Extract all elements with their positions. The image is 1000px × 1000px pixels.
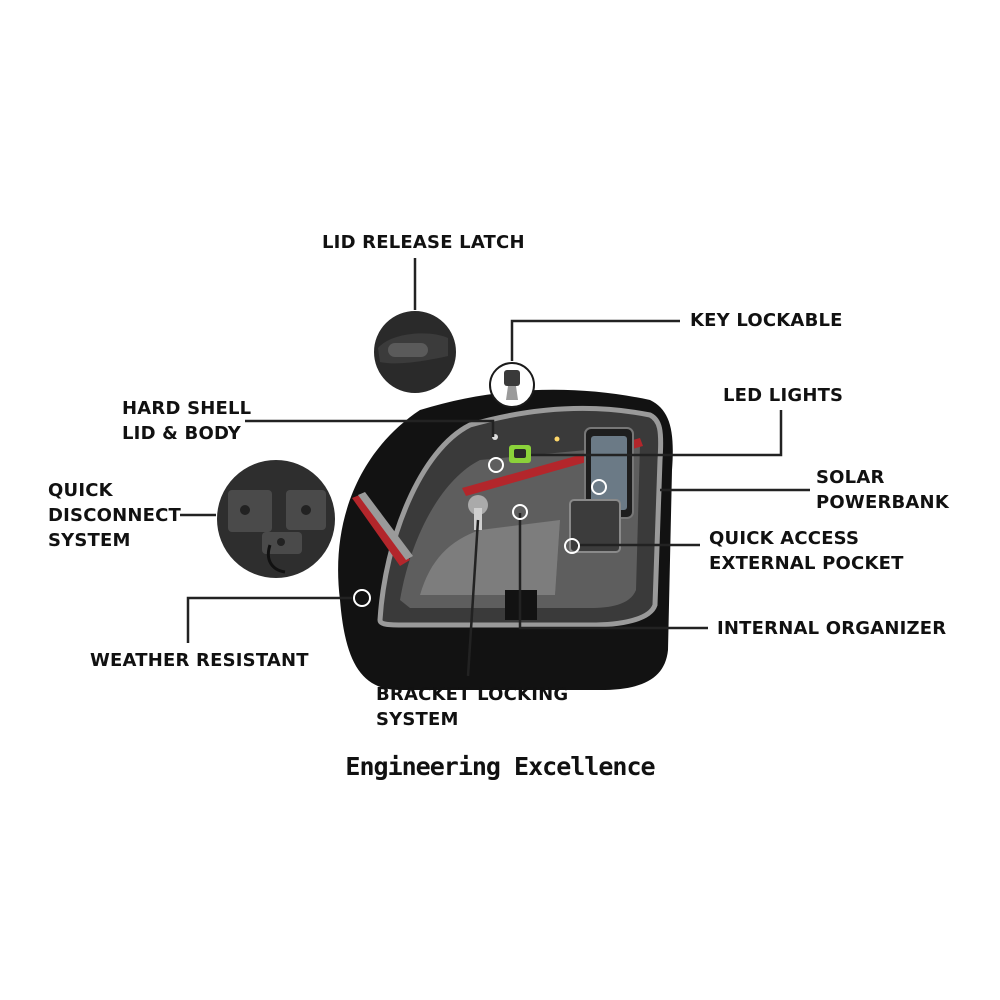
marker-hard-shell [488,457,504,473]
leader-bracket [466,519,480,677]
leader-lines [180,258,810,677]
leader-led-lights [531,410,783,457]
label-key-lockable: KEY LOCKABLE [690,310,843,331]
label-internal-organizer: INTERNAL ORGANIZER [717,618,947,639]
label-quick-disconnect: QUICK DISCONNECT SYSTEM [48,480,182,551]
label-lid-release-latch: LID RELEASE LATCH [322,232,525,253]
callout-markers [353,457,607,607]
caption: Engineering Excellence [345,752,655,781]
label-led-lights: LED LIGHTS [723,385,844,406]
leader-weather [186,596,352,643]
label-weather-resistant: WEATHER RESISTANT [90,650,309,671]
marker-solar [591,479,607,495]
label-hard-shell: HARD SHELL LID & BODY [122,398,252,444]
led-light-module [509,436,560,463]
leader-key-lockable [510,319,680,361]
marker-internal-organizer [512,504,528,520]
marker-quick-access [564,538,580,554]
leader-hard-shell [245,419,495,437]
label-solar-powerbank: SOLAR POWERBANK [816,467,949,513]
leader-internal-organizer [518,513,708,630]
disconnect-inset [215,458,337,580]
label-bracket-locking: BRACKET LOCKING SYSTEM [376,684,569,730]
label-quick-access: QUICK ACCESS EXTERNAL POCKET [709,528,904,574]
latch-inset [372,309,458,395]
key-inset [489,362,535,408]
marker-weather [353,589,371,607]
phone-pocket [569,427,634,553]
